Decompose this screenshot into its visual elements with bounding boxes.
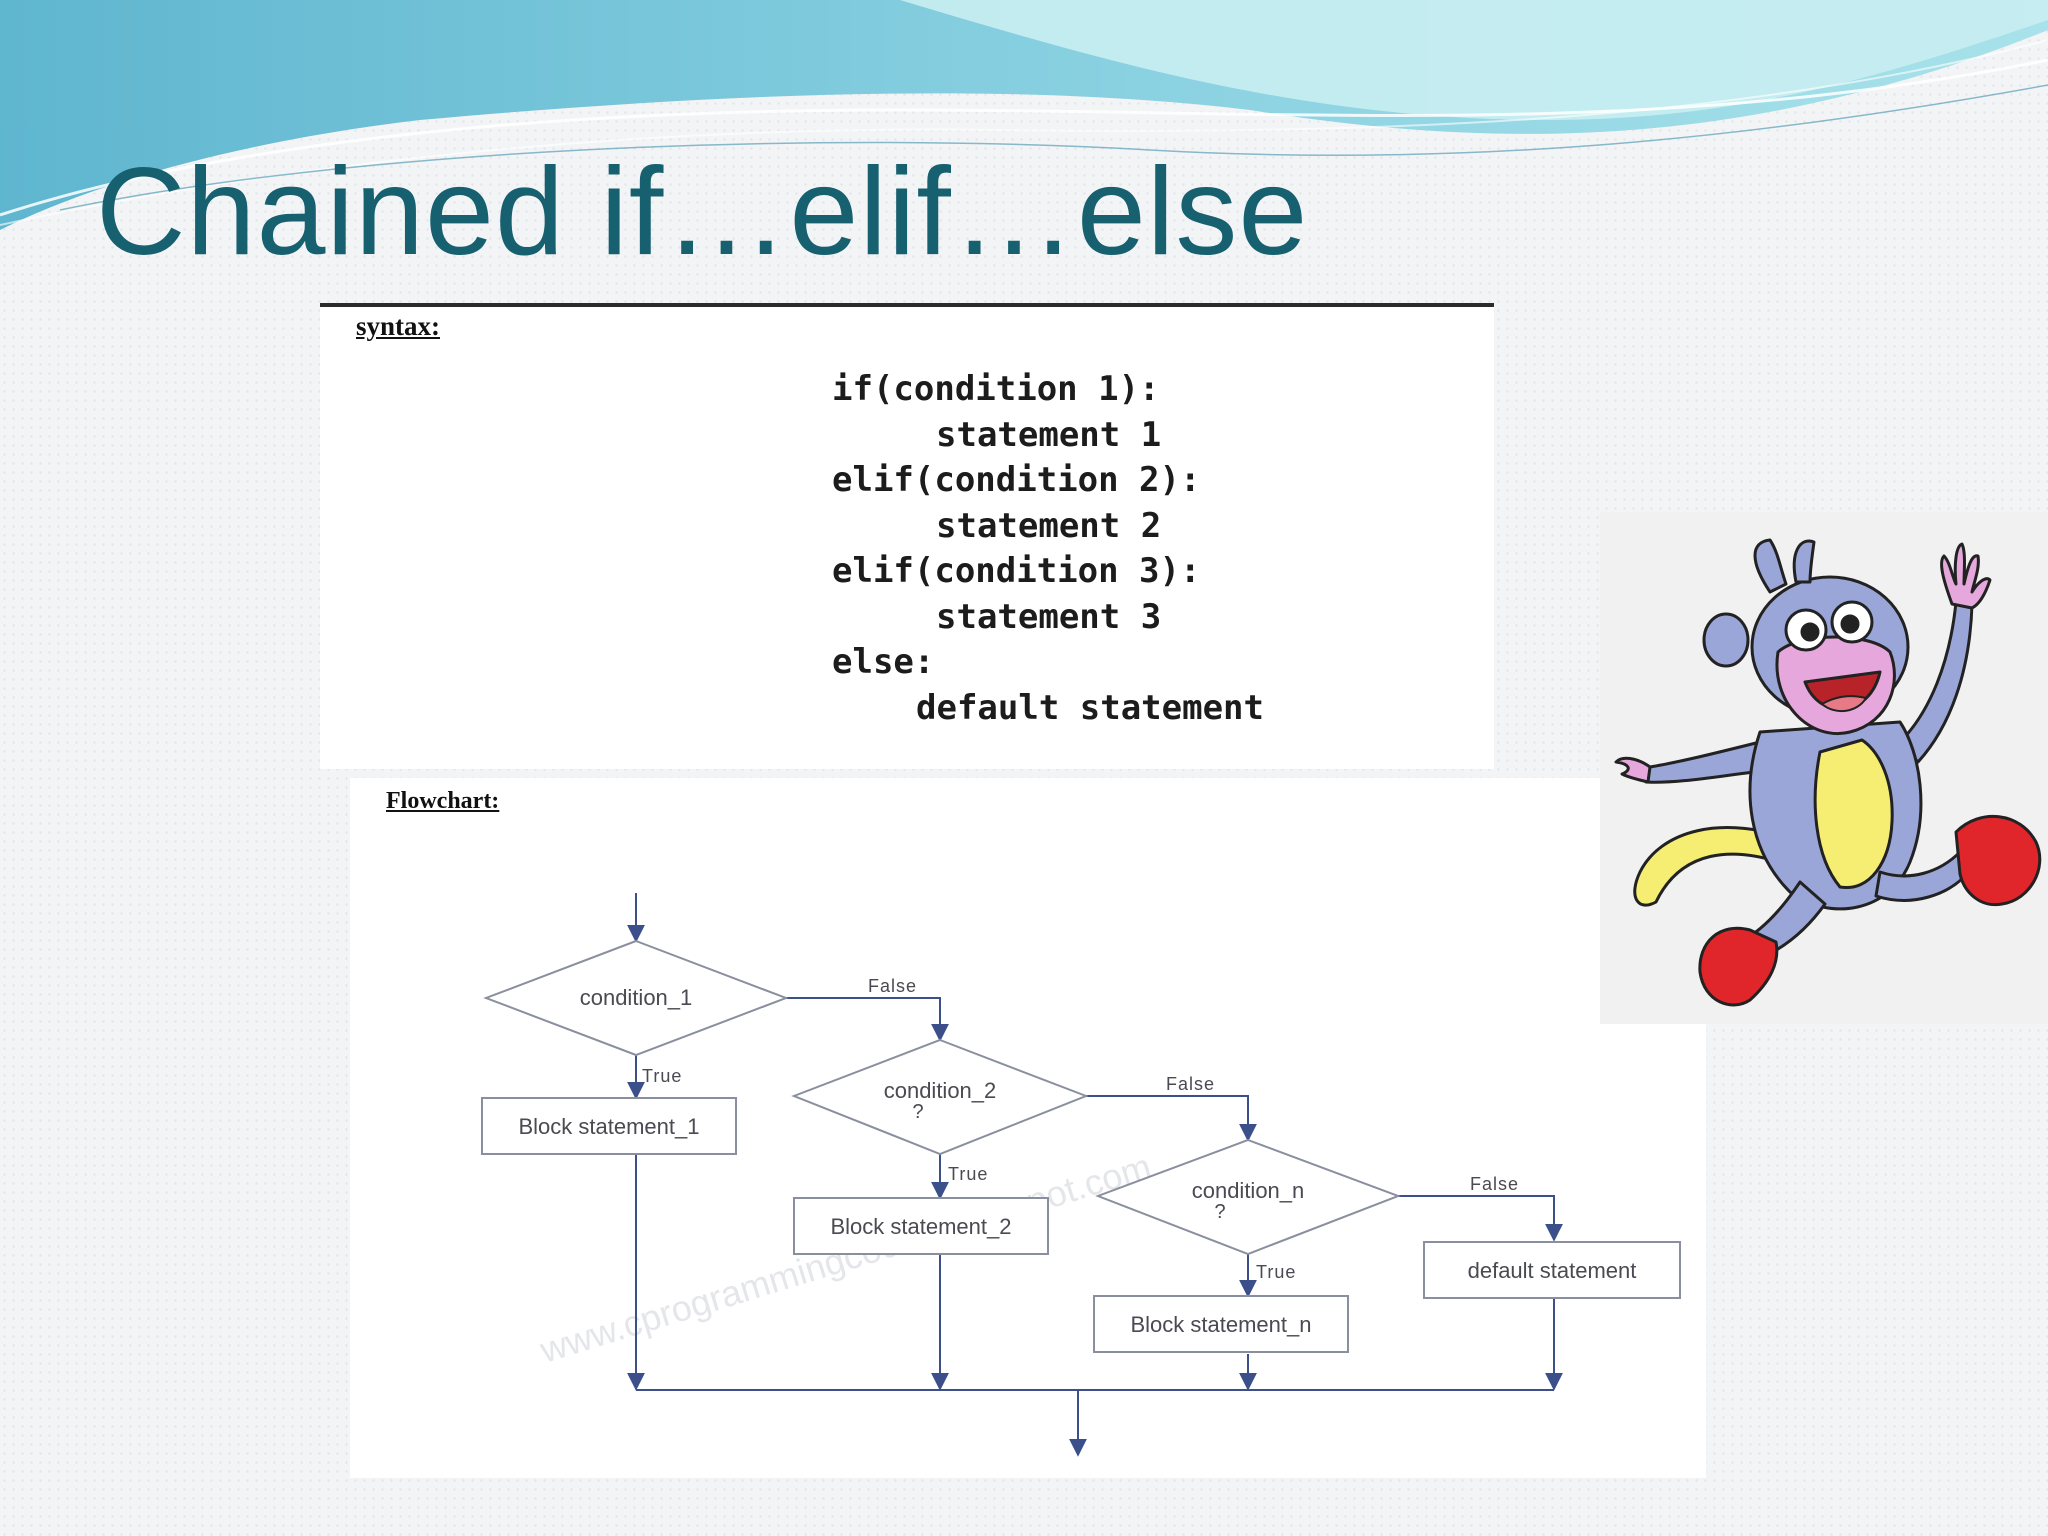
decision-1-label: condition_1 [580, 985, 693, 1010]
code-line: else: [832, 642, 935, 682]
code-line: default statement [916, 687, 1264, 728]
syntax-label: syntax: [356, 311, 441, 341]
flowchart-panel: Flowchart: www.cprogrammingcodes.blogspo… [350, 778, 1706, 1478]
block-default-statement [1423, 1241, 1681, 1299]
mascot-panel [1600, 512, 2048, 1024]
edge-false-2 [1086, 1095, 1257, 1142]
code-line: statement 2 [936, 505, 1162, 546]
code-line: elif(condition 3): [832, 551, 1201, 591]
decision-2-label: condition_2 [884, 1078, 997, 1103]
edge-false-n [1398, 1195, 1563, 1242]
false-label-2: False [1166, 1074, 1215, 1094]
block-n-label: Block statement_n [1131, 1312, 1312, 1337]
code-block: if(condition 1): statement 1 elif(condit… [832, 367, 1264, 731]
syntax-panel: syntax: if(condition 1): statement 1 eli… [320, 303, 1494, 769]
monkey-mascot-icon [1614, 538, 2042, 1007]
slide-title: Chained if…elif…else [96, 143, 1309, 281]
code-line: if(condition 1): [832, 369, 1160, 409]
false-label-1: False [868, 976, 917, 996]
block-statement-n [1093, 1295, 1349, 1353]
edge-false-1 [786, 997, 949, 1042]
true-label-1: True [642, 1066, 682, 1086]
decision-condition-1 [483, 939, 789, 1057]
code-line: elif(condition 2): [832, 460, 1201, 500]
flowchart-diagram: www.cprogrammingcodes.blogspot.com [481, 893, 1681, 1457]
code-line: statement 1 [936, 414, 1162, 455]
decision-n-label: condition_n [1192, 1178, 1305, 1203]
true-label-n: True [1256, 1262, 1296, 1282]
block-default-label: default statement [1468, 1258, 1637, 1283]
watermark: www.cprogrammingcodes.blogspot.com [534, 1145, 1155, 1371]
false-label-n: False [1470, 1174, 1519, 1194]
flowchart-label: Flowchart: [386, 788, 500, 814]
decision-n-mark: ? [1214, 1201, 1225, 1223]
block-statement-2 [793, 1197, 1049, 1255]
decision-condition-n [1095, 1138, 1401, 1256]
true-label-2: True [948, 1164, 988, 1184]
decision-2-mark: ? [912, 1101, 923, 1123]
decision-condition-2 [791, 1038, 1089, 1156]
block-1-label: Block statement_1 [519, 1114, 700, 1139]
code-line: statement 3 [936, 596, 1162, 637]
header-wave-decoration [0, 0, 2048, 230]
block-2-label: Block statement_2 [831, 1214, 1012, 1239]
block-statement-1 [481, 1097, 737, 1155]
flow-connectors [627, 893, 1563, 1457]
